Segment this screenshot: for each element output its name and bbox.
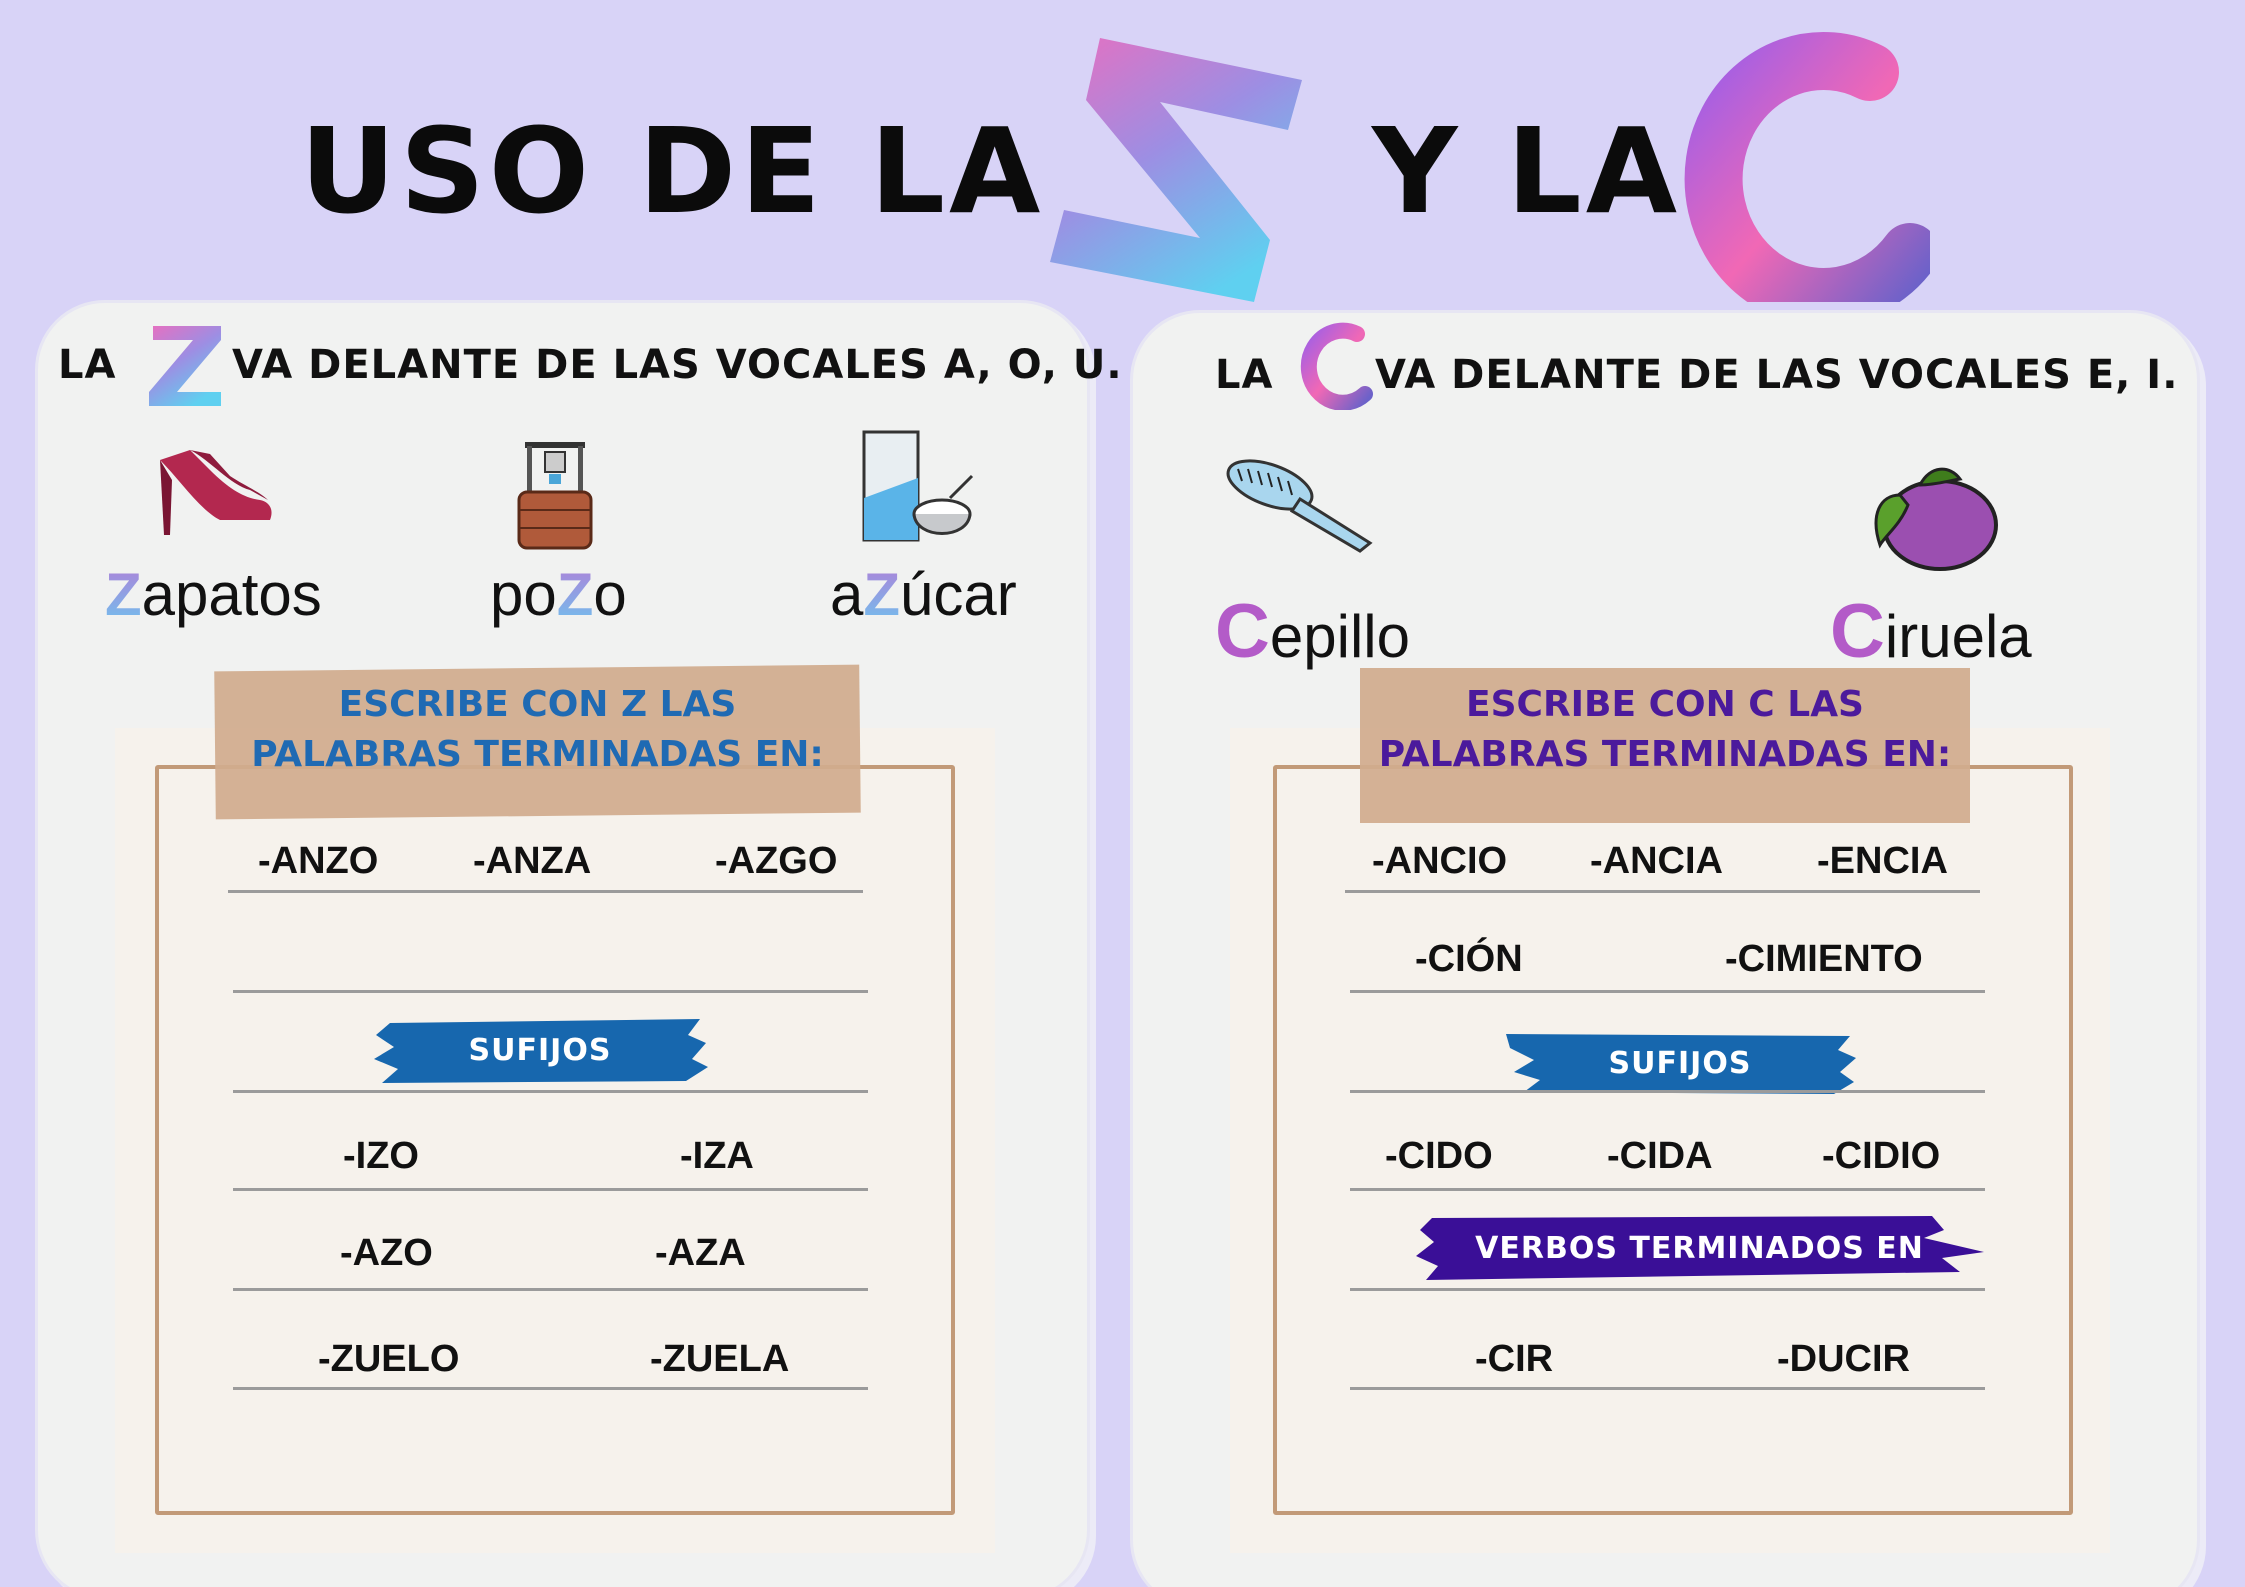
high-heel-shoe-icon — [160, 450, 272, 535]
example-word-cepillo: Cepillo — [1215, 589, 1410, 674]
hairbrush-icon — [1226, 459, 1373, 553]
right-sufijos-label: SUFIJOS — [1608, 1045, 1752, 1081]
right-tape-line2: PALABRAS TERMINADAS EN: — [1378, 734, 1952, 776]
left-row4-item: -ZUELO — [318, 1338, 460, 1380]
left-row1-item: -ANZA — [473, 840, 592, 882]
left-row4-item: -ZUELA — [650, 1338, 790, 1380]
left-paper — [115, 728, 995, 1553]
left-rule — [233, 1090, 868, 1093]
left-header-prefix: LA — [58, 342, 117, 388]
right-sufijos-brush: SUFIJOS — [1500, 1028, 1860, 1098]
right-rule — [1350, 1288, 1985, 1291]
title-part1: USO DE LA — [300, 102, 1045, 240]
example-word-pozo: poZo — [490, 561, 627, 628]
right-row1-item: -ANCIO — [1372, 840, 1508, 882]
right-row2-item: -CIÓN — [1415, 938, 1523, 980]
left-tape-line2: PALABRAS TERMINADAS EN: — [251, 734, 824, 776]
plum-icon — [1874, 467, 1998, 571]
title-c-text: C — [1680, 22, 1681, 23]
right-row3-item: -CIDA — [1607, 1135, 1713, 1177]
right-row1-item: -ENCIA — [1817, 840, 1948, 882]
right-paper — [1230, 728, 2110, 1553]
right-rule — [1350, 990, 1985, 993]
title-part2: Y LA — [1372, 102, 1682, 240]
right-tape-text: ESCRIBE CON C LAS PALABRAS TERMINADAS EN… — [1350, 680, 1980, 781]
left-row1-item: -AZGO — [715, 840, 838, 882]
right-header-c-icon — [1300, 322, 1373, 410]
right-row3-item: -CIDO — [1385, 1135, 1493, 1177]
right-row4-item: -CIR — [1475, 1338, 1554, 1380]
right-rule — [1350, 1387, 1985, 1390]
left-tape-line1: ESCRIBE CON Z LAS — [338, 684, 737, 725]
left-header-z-icon — [149, 326, 221, 406]
left-row3-item: -AZO — [340, 1232, 433, 1274]
left-rule — [233, 1387, 868, 1390]
left-sufijos-label: SUFIJOS — [468, 1032, 612, 1068]
right-rule — [1350, 1188, 1985, 1191]
left-row2-item: -IZO — [343, 1135, 419, 1177]
left-row3-item: -AZA — [655, 1232, 746, 1274]
right-rule — [1345, 890, 1980, 893]
right-header-prefix: LA — [1215, 352, 1274, 398]
right-verbos-label: VERBOS TERMINADOS EN — [1475, 1230, 1924, 1266]
right-row1-item: -ANCIA — [1590, 840, 1723, 882]
left-row2-item: -IZA — [680, 1135, 754, 1177]
right-header-text: VA DELANTE DE LAS VOCALES E, I. — [1375, 352, 2179, 398]
left-sufijos-brush: SUFIJOS — [370, 1015, 710, 1085]
right-row3-item: -CIDIO — [1822, 1135, 1941, 1177]
right-row2-item: -CIMIENTO — [1725, 938, 1923, 980]
right-tape-line1: ESCRIBE CON C LAS — [1466, 684, 1864, 725]
water-well-icon — [517, 442, 593, 550]
title-letter-z: Z — [1040, 30, 1302, 302]
right-row4-item: -DUCIR — [1777, 1338, 1910, 1380]
example-word-azucar: aZúcar — [830, 561, 1017, 628]
left-header-text: VA DELANTE DE LAS VOCALES A, O, U. — [232, 342, 1123, 388]
left-rule — [233, 1288, 868, 1291]
right-verbos-brush: VERBOS TERMINADOS EN — [1412, 1212, 1987, 1284]
example-word-zapatos: Zapatos — [105, 561, 322, 628]
right-tape — [1360, 668, 1970, 823]
title-z-text: Z — [1040, 30, 1041, 31]
left-rule — [228, 890, 863, 893]
left-rule — [233, 990, 868, 993]
right-rule — [1350, 1090, 1985, 1093]
left-row1-item: -ANZO — [258, 840, 379, 882]
title-letter-c: C — [1680, 22, 1930, 302]
left-tape-text: ESCRIBE CON Z LAS PALABRAS TERMINADAS EN… — [215, 680, 860, 781]
example-word-ciruela: Ciruela — [1830, 589, 2032, 674]
sugar-bag-icon — [862, 430, 974, 542]
left-rule — [233, 1188, 868, 1191]
